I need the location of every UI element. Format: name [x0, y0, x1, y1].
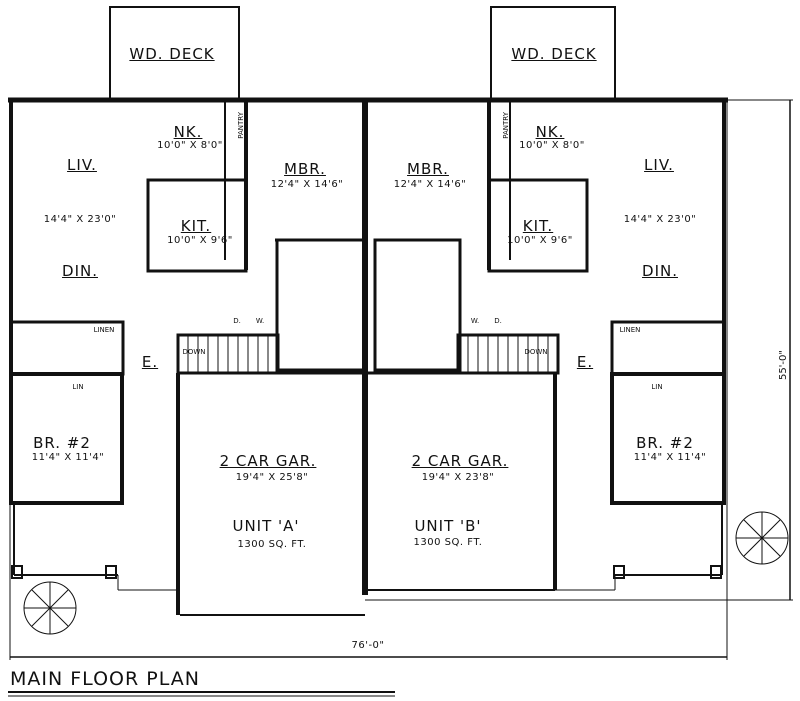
kitchen-a-dims: 10'0" X 9'6" [167, 235, 233, 246]
unit-b-area: 1300 SQ. FT. [413, 537, 483, 548]
stairs-a-label: DOWN [182, 348, 206, 356]
master-a-label: MBR. [284, 160, 326, 178]
living-a-label: LIV. [67, 156, 97, 174]
tree-icon-left [23, 581, 77, 635]
master-b-label: MBR. [407, 160, 449, 178]
garage-a-label: 2 CAR GAR. [219, 452, 317, 470]
stairs-b-label: DOWN [524, 348, 548, 356]
dining-b-label: DIN. [642, 262, 678, 280]
nook-b-label: NK. [535, 123, 565, 141]
unit-a-area: 1300 SQ. FT. [237, 539, 307, 550]
master-b-dims: 12'4" X 14'6" [393, 179, 467, 190]
lin-b-label: LIN [651, 383, 663, 391]
plan-title: MAIN FLOOR PLAN [10, 668, 200, 690]
nook-a-label: NK. [173, 123, 203, 141]
dryer-a-label: D. [233, 317, 241, 325]
kitchen-a-label: KIT. [180, 217, 212, 235]
pantry-a-label: PANTRY [237, 112, 245, 139]
entry-b-label: E. [576, 353, 594, 371]
entry-a-label: E. [141, 353, 159, 371]
kitchen-b-dims: 10'0" X 9'6" [507, 235, 573, 246]
living-a-dims: 14'4" X 23'0" [43, 214, 117, 225]
dryer-b-label: D. [494, 317, 502, 325]
dining-a-label: DIN. [62, 262, 98, 280]
master-a-dims: 12'4" X 14'6" [270, 179, 344, 190]
living-b-dims: 14'4" X 23'0" [623, 214, 697, 225]
bedroom2-b-label: BR. #2 [636, 434, 694, 452]
washer-a-label: W. [255, 317, 265, 325]
living-b-label: LIV. [644, 156, 674, 174]
unit-b-name: UNIT 'B' [414, 517, 482, 535]
deck-b-label: WD. DECK [511, 45, 597, 63]
tree-icon-right [735, 511, 789, 565]
nook-b-dims: 10'0" X 8'0" [519, 140, 585, 151]
nook-a-dims: 10'0" X 8'0" [157, 140, 223, 151]
lin-a-label: LIN [72, 383, 84, 391]
overall-width-dim: 76'-0" [351, 640, 385, 651]
bedroom2-a-dims: 11'4" X 11'4" [31, 452, 105, 463]
garage-a-dims: 19'4" X 25'8" [235, 472, 309, 483]
linen-a-label: LINEN [93, 326, 115, 334]
kitchen-b-label: KIT. [522, 217, 554, 235]
pantry-b-label: PANTRY [502, 112, 510, 139]
unit-a-name: UNIT 'A' [232, 517, 300, 535]
deck-a-label: WD. DECK [129, 45, 215, 63]
linen-b-label: LINEN [619, 326, 641, 334]
bedroom2-b-dims: 11'4" X 11'4" [633, 452, 707, 463]
bedroom2-a-label: BR. #2 [33, 434, 91, 452]
overall-depth-dim: 55'-0" [778, 350, 789, 381]
garage-b-label: 2 CAR GAR. [411, 452, 509, 470]
garage-b-dims: 19'4" X 23'8" [421, 472, 495, 483]
washer-b-label: W. [470, 317, 480, 325]
